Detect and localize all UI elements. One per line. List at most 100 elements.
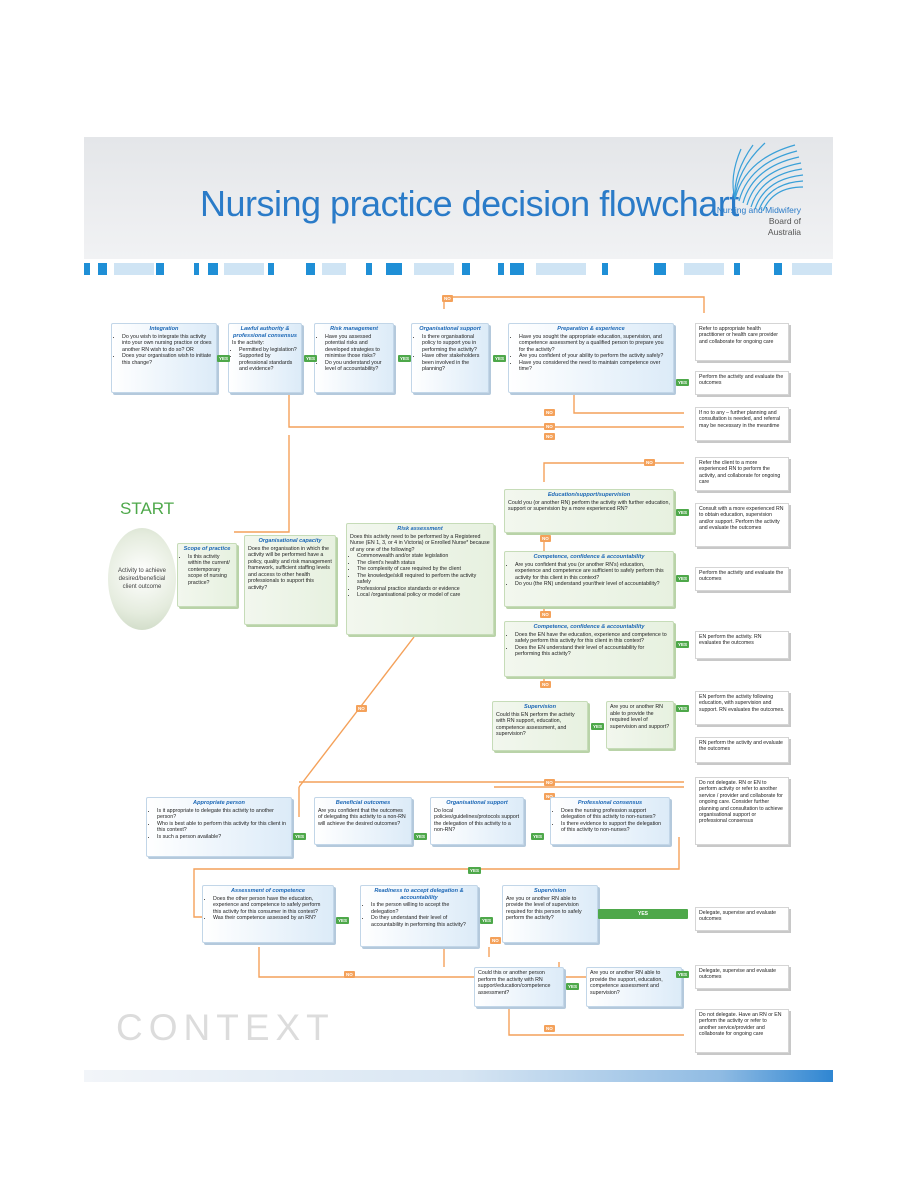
yes-badge: YES <box>293 833 307 840</box>
outcome-further-planning: If no to any – further planning and cons… <box>695 407 789 441</box>
outcome-refer-practitioner: Refer to appropriate health practitioner… <box>695 323 789 361</box>
outcome-en-perform: EN perform the activity. RN evaluates th… <box>695 631 789 659</box>
no-badge: NO <box>442 295 453 302</box>
no-badge: NO <box>544 793 555 800</box>
beneficial-outcomes-heading: Beneficial outcomes <box>335 800 391 806</box>
no-badge: NO <box>544 433 555 440</box>
risk-item-5: Professional practice standards or evide… <box>357 586 490 593</box>
context-label: CONTEXT <box>116 1007 335 1048</box>
no-badge: NO <box>544 423 555 430</box>
lawful-authority-intro: Is the activity: <box>232 340 265 346</box>
risk-management-item-1: Have you assessed potential risks and de… <box>325 334 390 360</box>
professional-consensus-item-2: Is there evidence to support the delegat… <box>561 821 666 834</box>
lawful-authority-item-2: Supported by professional standards and … <box>239 353 298 373</box>
no-badge: NO <box>356 705 367 712</box>
supervision-box-1: Supervision Could this EN perform the ac… <box>492 701 588 751</box>
competence-heading-2: Competence, confidence & accountability <box>533 624 645 630</box>
outcome-rn-perform: RN perform the activity and evaluate the… <box>695 737 789 763</box>
competence-box-2: Competence, confidence & accountability … <box>504 621 674 677</box>
outcome-refer-experienced-rn: Refer the client to a more experienced R… <box>695 457 789 491</box>
yes-long-bar-label: YES <box>637 911 648 917</box>
outcome-en-perform-supervision: EN perform the activity following educat… <box>695 691 789 725</box>
organisational-support-heading-2: Organisational support <box>446 800 508 806</box>
organisation-name: Nursing and Midwifery Board of Australia <box>717 205 801 238</box>
lawful-authority-box: Lawful authority & professional consensu… <box>228 323 302 393</box>
bottom-bar <box>84 1070 833 1082</box>
preparation-item-2: Are you confident of your ability to per… <box>519 353 670 360</box>
assessment-item-1: Does the other person have the education… <box>213 896 330 916</box>
org-capacity-heading: Organisational capacity <box>258 538 322 544</box>
yes-badge: YES <box>531 833 545 840</box>
preparation-item-1: Have you sought the appropriate educatio… <box>519 334 670 354</box>
yes-badge: YES <box>676 705 690 712</box>
risk-assessment-box: Risk assessment Does this activity need … <box>346 523 494 635</box>
readiness-item-2: Do they understand their level of accoun… <box>371 915 474 928</box>
outcome-perform-evaluate: Perform the activity and evaluate the ou… <box>695 371 789 395</box>
education-text: Could you (or another RN) perform the ac… <box>508 499 670 513</box>
yes-badge: YES <box>493 355 507 362</box>
no-badge: NO <box>544 779 555 786</box>
supervision-heading-1: Supervision <box>523 704 557 710</box>
beneficial-outcomes-text: Are you confident that the outcomes of d… <box>318 807 406 827</box>
risk-management-box: Risk management Have you assessed potent… <box>314 323 394 393</box>
yes-badge: YES <box>591 723 605 730</box>
outcome-perform-evaluate-2: Perform the activity and evaluate the ou… <box>695 567 789 591</box>
no-badge: NO <box>540 681 551 688</box>
yes-badge: YES <box>468 867 482 874</box>
appropriate-person-item-3: Is such a person available? <box>157 834 288 841</box>
no-badge: NO <box>344 971 355 978</box>
yes-badge: YES <box>304 355 318 362</box>
competence-2-item-2: Does the EN understand their level of ac… <box>515 645 670 658</box>
education-heading: Education/support/supervision <box>547 492 631 498</box>
competence-1-item-2: Do you (the RN) understand your/their le… <box>515 581 670 588</box>
risk-assessment-heading: Risk assessment <box>397 526 443 532</box>
supervision-2-text: Are you or another RN able to provide th… <box>610 704 670 730</box>
flow-connectors <box>193 296 705 1036</box>
integration-box: Integration Do you wish to integrate thi… <box>111 323 217 393</box>
preparation-item-3: Have you considered the need to maintain… <box>519 360 670 373</box>
risk-assessment-intro: Does this activity need to be performed … <box>350 533 490 553</box>
risk-item-6: Local /organisational policy or model of… <box>357 592 490 599</box>
integration-heading: Integration <box>149 326 179 332</box>
bottom-question-2-text: Are you or another RN able to provide th… <box>590 970 663 996</box>
document-page: Nursing practice decision flowchart Nurs… <box>84 137 833 1087</box>
integration-item-2: Does your organisation wish to initiate … <box>122 353 213 366</box>
readiness-box: Readiness to accept delegation & account… <box>360 885 478 947</box>
risk-management-item-2: Do you understand your level of accounta… <box>325 360 390 373</box>
supervision-1-text: Could this EN perform the activity with … <box>496 711 575 738</box>
header-banner: Nursing practice decision flowchart Nurs… <box>84 137 833 259</box>
outcome-consult-experienced-rn: Consult with a more experienced RN to ob… <box>695 503 789 547</box>
yes-badge: YES <box>566 983 580 990</box>
yes-badge: YES <box>398 355 412 362</box>
organisational-support-box-1: Organisational support Is there organisa… <box>411 323 489 393</box>
integration-item-1: Do you wish to integrate this activity i… <box>122 334 213 354</box>
org-capacity-text: Does the organisation in which the activ… <box>248 545 332 591</box>
risk-management-heading: Risk management <box>330 326 378 332</box>
supervision-box-2: Are you or another RN able to provide th… <box>606 701 674 749</box>
outcome-do-not-delegate-2: Do not delegate. Have an RN or EN perfor… <box>695 1009 789 1053</box>
no-badge: NO <box>540 535 551 542</box>
yes-badge: YES <box>676 575 690 582</box>
org-line-1: Nursing and Midwifery <box>716 205 801 215</box>
risk-item-3: The complexity of care required by the c… <box>357 566 490 573</box>
yes-badge: YES <box>676 971 690 978</box>
risk-item-2: The client's health status <box>357 560 490 567</box>
assessment-heading: Assessment of competence <box>231 888 305 894</box>
supervision-heading-3: Supervision <box>533 888 567 894</box>
readiness-heading: Readiness to accept delegation & account… <box>374 888 464 901</box>
yes-badge: YES <box>676 379 690 386</box>
preparation-box: Preparation & experience Have you sought… <box>508 323 674 393</box>
assessment-of-competence-box: Assessment of competence Does the other … <box>202 885 334 943</box>
bottom-question-2: Are you or another RN able to provide th… <box>586 967 682 1007</box>
yes-badge: YES <box>480 917 494 924</box>
nmba-logo-icon <box>732 142 804 211</box>
yes-badge: YES <box>676 509 690 516</box>
lawful-authority-item-1: Permitted by legislation? <box>239 347 298 354</box>
yes-badge: YES <box>217 355 231 362</box>
bottom-question-1: Could this or another person perform the… <box>474 967 564 1007</box>
start-label: START <box>120 499 175 518</box>
org-line-3: Australia <box>767 227 801 237</box>
preparation-heading: Preparation & experience <box>557 326 625 332</box>
organisational-support-item-1: Is there organisational policy to suppor… <box>422 334 485 354</box>
outcome-delegate-1: Delegate, supervise and evaluate outcome… <box>695 907 789 931</box>
